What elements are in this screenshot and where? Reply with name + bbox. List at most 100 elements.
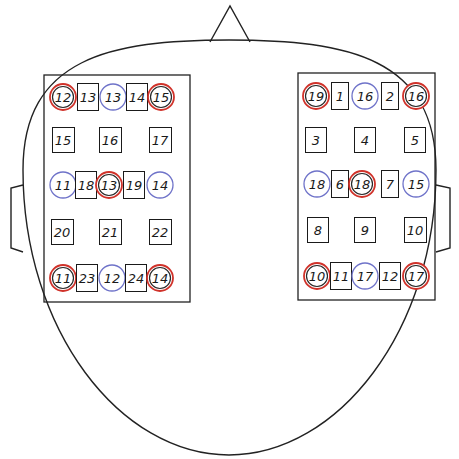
electrode-square: 1: [331, 82, 349, 110]
electrode-number: 8: [314, 224, 322, 237]
electrode-number: 15: [55, 134, 72, 147]
electrode-circle-red: 13: [95, 171, 123, 199]
electrode-number: 13: [101, 179, 118, 192]
red-ring: [148, 84, 174, 110]
electrode-number: 17: [408, 270, 425, 283]
electrode-square: 20: [51, 219, 74, 245]
red-ring: [403, 83, 429, 109]
electrode-circle-blue: 13: [99, 83, 127, 111]
electrode-square: 19: [123, 171, 145, 199]
electrode-number: 24: [128, 272, 145, 285]
red-ring: [304, 263, 330, 289]
electrode-grid: [44, 75, 190, 302]
ear-symbol: [436, 185, 450, 252]
inner-ring: [53, 268, 74, 289]
electrode-circle-blue: 14: [146, 171, 174, 199]
red-ring: [96, 172, 122, 198]
electrode-number: 21: [102, 226, 119, 239]
electrode-circle-blue: 18: [303, 170, 331, 198]
electrode-number: 14: [129, 91, 146, 104]
red-ring: [147, 265, 173, 291]
inner-ring: [307, 266, 328, 287]
inner-ring: [352, 174, 373, 195]
electrode-grid: [298, 73, 435, 300]
electrode-number: 12: [55, 91, 72, 104]
electrode-square: 6: [331, 170, 349, 198]
inner-ring: [151, 87, 172, 108]
electrode-number: 16: [102, 134, 119, 147]
blue-ring: [50, 172, 76, 198]
electrode-number: 11: [55, 179, 72, 192]
inner-ring: [53, 87, 74, 108]
red-ring: [303, 83, 329, 109]
electrode-number: 16: [408, 90, 425, 103]
electrode-square: 4: [354, 127, 376, 153]
electrode-circle-blue: 12: [98, 264, 126, 292]
electrode-number: 19: [308, 90, 325, 103]
inner-ring: [406, 266, 427, 287]
electrode-square: 5: [404, 127, 426, 153]
electrode-square: 16: [99, 127, 122, 153]
inner-ring: [99, 175, 120, 196]
electrode-number: 18: [354, 178, 371, 191]
blue-ring: [352, 83, 378, 109]
electrode-number: 12: [104, 272, 121, 285]
electrode-number: 19: [126, 179, 143, 192]
electrode-number: 14: [152, 179, 169, 192]
electrode-number: 15: [408, 178, 425, 191]
electrode-circle-blue: 15: [402, 170, 430, 198]
electrode-square: 23: [76, 264, 98, 292]
inner-ring: [406, 86, 427, 107]
electrode-number: 9: [361, 224, 369, 237]
blue-ring: [99, 265, 125, 291]
electrode-square: 15: [52, 127, 75, 153]
inner-ring: [150, 268, 171, 289]
electrode-number: 13: [105, 91, 122, 104]
electrode-circle-red: 18: [348, 170, 376, 198]
electrode-number: 12: [382, 270, 399, 283]
electrode-number: 11: [333, 270, 350, 283]
electrode-square: 21: [99, 219, 122, 245]
electrode-circle-blue: 16: [351, 82, 379, 110]
electrode-square: 11: [330, 262, 352, 290]
electrode-number: 22: [152, 226, 169, 239]
electrode-square: 12: [379, 262, 401, 290]
head-contour: [23, 40, 436, 455]
electrode-number: 7: [386, 178, 394, 191]
electrode-circle-red: 10: [303, 262, 331, 290]
blue-ring: [147, 172, 173, 198]
electrode-number: 13: [80, 91, 97, 104]
electrode-circle-red: 12: [49, 83, 77, 111]
electrode-circle-blue: 17: [351, 262, 379, 290]
electrode-number: 6: [336, 178, 344, 191]
ear-symbol: [11, 185, 23, 252]
red-ring: [403, 263, 429, 289]
electrode-circle-red: 11: [49, 264, 77, 292]
inner-ring: [306, 86, 327, 107]
electrode-number: 23: [79, 272, 96, 285]
electrode-square: 13: [77, 83, 99, 111]
electrode-square: 8: [307, 217, 329, 243]
electrode-number: 18: [78, 179, 95, 192]
electrode-number: 5: [411, 134, 419, 147]
electrode-square: 22: [149, 219, 172, 245]
electrode-square: 10: [404, 217, 427, 243]
electrode-square: 17: [149, 127, 172, 153]
electrode-circle-red: 16: [402, 82, 430, 110]
electrode-square: 7: [381, 170, 399, 198]
electrode-circle-red: 19: [302, 82, 330, 110]
electrode-square: 9: [354, 217, 376, 243]
electrode-square: 24: [125, 264, 147, 292]
blue-ring: [403, 171, 429, 197]
electrode-square: 2: [381, 82, 399, 110]
electrode-number: 15: [153, 91, 170, 104]
electrode-square: 14: [126, 83, 148, 111]
nose-symbol: [210, 6, 250, 42]
electrode-number: 17: [357, 270, 374, 283]
electrode-number: 18: [309, 178, 326, 191]
electrode-number: 11: [55, 272, 72, 285]
blue-ring: [352, 263, 378, 289]
electrode-number: 2: [386, 90, 394, 103]
blue-ring: [100, 84, 126, 110]
electrode-circle-red: 14: [146, 264, 174, 292]
